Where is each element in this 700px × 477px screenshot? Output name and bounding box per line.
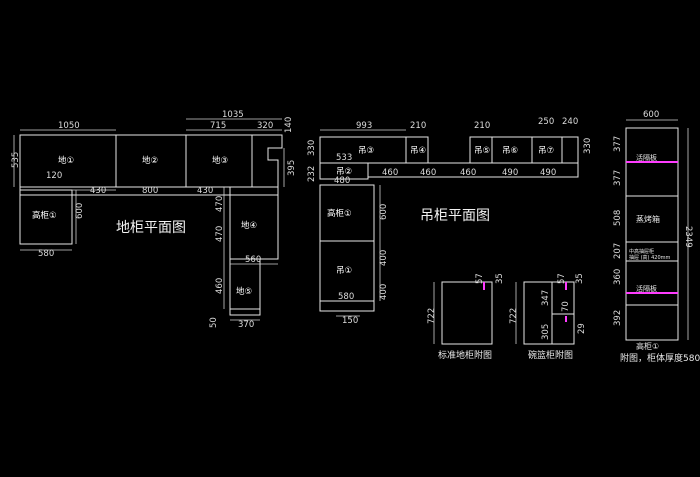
dim-tall-2349: 2349 [683, 226, 693, 248]
dim-base-320: 320 [257, 121, 273, 131]
dim-wall-210a: 210 [410, 121, 426, 131]
wall-end-panel [319, 300, 375, 312]
label-d4: 地④ [241, 220, 257, 231]
base-corner-outline [252, 134, 283, 188]
dim-base-460: 460 [215, 278, 225, 294]
label-d3: 地③ [212, 155, 228, 166]
label-w7: 吊⑦ [538, 146, 554, 156]
dim-wall-240: 240 [562, 117, 578, 127]
dim-wall-232: 232 [307, 166, 317, 182]
label-w2: 吊② [336, 167, 352, 177]
dim-wall-600: 600 [379, 204, 389, 220]
dim-wall-580: 580 [338, 292, 354, 302]
dim-wall-400a: 400 [379, 250, 389, 266]
dim-sink-57: 57 [557, 273, 567, 284]
title-wall-plan: 吊柜平面图 [420, 208, 490, 224]
dim-base-470a: 470 [215, 196, 225, 212]
std-base-outline [441, 281, 493, 345]
dim-base-395: 395 [287, 160, 297, 176]
dim-base-535: 535 [11, 152, 21, 168]
dim-tall-508: 508 [613, 210, 623, 226]
wall-cabinet-plan: 吊③ 吊④ 吊⑤ 吊⑥ 吊⑦ 吊② 高柜① 吊① 993 210 210 250… [307, 117, 593, 326]
tall-label: 高柜① [636, 341, 659, 351]
base-cabinet-plan: 地① 地② 地③ 地④ 地⑤ 高柜① 1050 1035 715 320 140… [11, 110, 297, 330]
dim-tall-360: 360 [613, 269, 623, 285]
dim-base-1050: 1050 [58, 121, 80, 131]
label-w3: 吊③ [358, 146, 374, 156]
dim-wall-460b: 460 [420, 168, 436, 178]
dim-sink-70: 70 [561, 301, 571, 312]
dim-base-580: 580 [38, 249, 54, 259]
label-d2: 地② [142, 155, 158, 166]
dim-std-57: 57 [475, 273, 485, 284]
dim-tall-377a: 377 [613, 136, 623, 152]
dim-wall-400b: 400 [379, 284, 389, 300]
label-d5: 地⑤ [236, 286, 252, 297]
caption-tall-note: 附图，柜体厚度580mm [620, 352, 700, 364]
dim-wall-490a: 490 [502, 168, 518, 178]
label-tall1: 高柜① [32, 210, 57, 221]
dim-wall-490b: 490 [540, 168, 556, 178]
dim-wall-250: 250 [538, 117, 554, 127]
dim-tall-207: 207 [613, 243, 623, 259]
dim-std-35: 35 [495, 273, 505, 284]
dim-sink-722: 722 [509, 308, 519, 324]
dim-tall-377b: 377 [613, 170, 623, 186]
base-cabinet-d5 [229, 258, 261, 310]
dim-wall-460c: 460 [460, 168, 476, 178]
dim-sink-29: 29 [577, 323, 587, 334]
caption-std-base: 标准地柜附图 [438, 349, 492, 361]
dim-base-430b: 430 [197, 186, 213, 196]
label-d1: 地① [58, 155, 74, 166]
dim-base-430a: 430 [90, 186, 106, 196]
tall-outline [625, 127, 679, 341]
dim-std-722: 722 [427, 308, 437, 324]
tall-note-a: 中高抽屉柜 [629, 248, 654, 255]
sink-base-outline [523, 281, 575, 345]
dim-base-140: 140 [284, 117, 294, 133]
dim-sink-305: 305 [541, 324, 551, 340]
dim-base-470b: 470 [215, 226, 225, 242]
dim-base-600: 600 [75, 203, 85, 219]
dim-wall-460a: 460 [382, 168, 398, 178]
dim-wall-330r: 330 [583, 138, 593, 154]
title-base-plan: 地柜平面图 [116, 220, 186, 236]
dim-base-560: 560 [245, 255, 261, 265]
wall-end-cabinet [561, 136, 579, 164]
caption-sink-base: 碗篮柜附图 [528, 349, 573, 361]
dim-sink-35: 35 [575, 273, 585, 284]
dim-wall-150: 150 [342, 316, 358, 326]
dim-sink-347: 347 [541, 290, 551, 306]
sink-base-detail: 722 57 35 347 70 29 305 碗篮柜附图 [509, 273, 587, 361]
tall-oven-label: 蒸烤箱 [636, 214, 660, 224]
dim-tall-392: 392 [613, 310, 623, 326]
dim-wall-330: 330 [307, 140, 317, 156]
label-w4: 吊④ [410, 146, 426, 156]
wall-front-strip [367, 162, 579, 178]
dim-wall-210b: 210 [474, 121, 490, 131]
tall-cabinet-1 [19, 189, 73, 245]
dim-base-800: 800 [142, 186, 158, 196]
label-wall-tall1: 高柜① [327, 208, 352, 219]
dim-wall-993: 993 [356, 121, 372, 131]
label-w5: 吊⑤ [474, 146, 490, 156]
label-w1: 吊① [336, 266, 352, 276]
std-base-detail: 722 57 35 标准地柜附图 [427, 273, 505, 361]
base-end-panel [229, 308, 261, 316]
tall-note-b: 抽屉 (高) 420mm [629, 254, 670, 261]
dim-base-120: 120 [46, 171, 62, 181]
tall-shelf-label-2: 活隔板 [636, 284, 657, 293]
dim-base-370: 370 [238, 320, 254, 330]
dim-base-715: 715 [210, 121, 226, 131]
dim-base-50: 50 [209, 317, 219, 328]
label-w6: 吊⑥ [502, 146, 518, 156]
dim-wall-533: 533 [336, 153, 352, 163]
dim-tall-600: 600 [643, 110, 659, 120]
dim-wall-480: 480 [334, 176, 350, 186]
dim-base-1035: 1035 [222, 110, 244, 120]
tall-cabinet-elevation: 600 2349 377 377 508 207 360 392 活隔板 蒸烤箱… [613, 110, 700, 364]
tall-shelf-label-1: 活隔板 [636, 153, 657, 162]
